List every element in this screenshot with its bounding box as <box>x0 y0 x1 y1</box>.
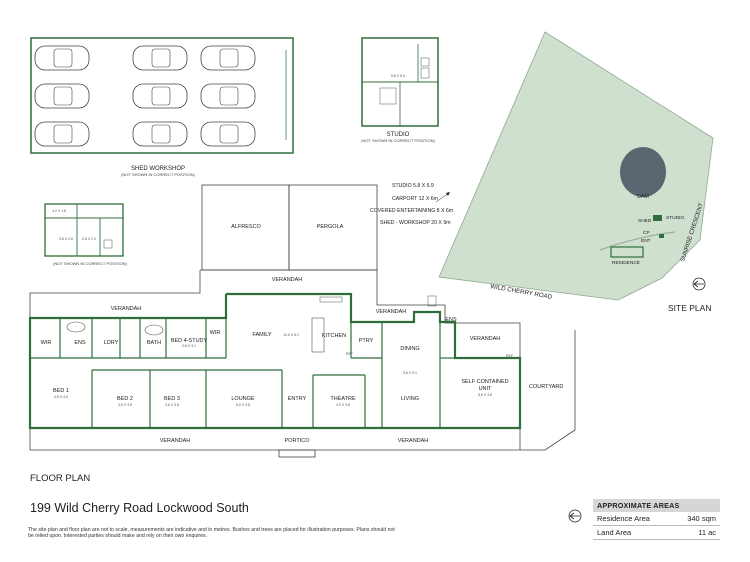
dam-label: DAM <box>637 194 649 200</box>
north-arrow-icon-2 <box>568 509 582 523</box>
car-icons <box>34 45 256 147</box>
room-kitchen: KITCHEN <box>322 333 346 339</box>
verandah-east: VERANDAH <box>376 309 407 315</box>
dam-shape <box>620 147 666 197</box>
areas-value: 11 ac <box>698 528 716 537</box>
main-floor-plan: ALFRESCO PERGOLA VERANDAH VERANDAH VERAN… <box>28 184 576 458</box>
car-icon <box>34 45 90 71</box>
car-icon <box>200 83 256 109</box>
studio-dim: 5.8 X 6.9 <box>391 74 405 78</box>
room-bed2-dim: 3.6 X 3.8 <box>118 403 132 407</box>
room-self-contained: SELF CONTAINED <box>461 379 508 385</box>
studio-label: STUDIO <box>387 132 410 138</box>
site-cp-label: CP <box>643 230 650 236</box>
site-plan-label: SITE PLAN <box>668 303 711 313</box>
verandah-south-east: VERANDAH <box>398 438 429 444</box>
site-shed-label: SHED <box>638 218 652 224</box>
room-pergola: PERGOLA <box>317 224 344 230</box>
room-bed3-dim: 3.6 X 3.8 <box>165 403 179 407</box>
studio-plan: 5.8 X 6.9 STUDIO (NOT SHOWN IN CORRECT P… <box>361 37 439 143</box>
room-ldry: LDRY <box>104 340 119 346</box>
verandah-south-west: VERANDAH <box>160 438 191 444</box>
room-bed4-dim: 2.8 X 3.1 <box>182 344 196 348</box>
room-alfresco: ALFRESCO <box>231 224 261 230</box>
room-living: LIVING <box>401 396 419 402</box>
car-icon <box>132 83 188 109</box>
areas-row-residence: Residence Area 340 sqm <box>593 512 720 526</box>
north-arrow-icon <box>692 277 706 291</box>
car-icon <box>200 121 256 147</box>
areas-label: Land Area <box>597 528 632 537</box>
room-bath: BATH <box>147 340 161 346</box>
site-shed-building <box>653 215 662 221</box>
unit-dim-2: 3.8 X 2.6 <box>59 237 73 241</box>
room-lounge: LOUNGE <box>231 396 255 402</box>
room-bed1-dim: 4.8 X 4.6 <box>54 395 68 399</box>
shed-label: SHED WORKSHOP <box>131 166 185 172</box>
room-bed2: BED 2 <box>117 396 133 402</box>
room-unit: UNIT <box>479 386 492 392</box>
site-ent-label: ENT <box>641 238 651 244</box>
studio-note: (NOT SHOWN IN CORRECT POSITION) <box>361 138 435 143</box>
room-bed4: BED 4-STUDY <box>171 338 208 344</box>
outbuilding-4: SHED - WORKSHOP 20 X 9m <box>380 220 451 226</box>
unit-dim-1: 4.2 X 1.8 <box>52 209 66 213</box>
room-family-dim: 10.0 X 6.2 <box>283 333 299 337</box>
room-living-dim: 4.6 X 9.1 <box>403 371 417 375</box>
unit-dim-3: 2.8 X 2.0 <box>82 237 96 241</box>
toilet-icon-2 <box>427 295 437 307</box>
car-icon <box>132 121 188 147</box>
car-icon <box>200 45 256 71</box>
outbuilding-list: STUDIO 5.8 X 6.9 CARPORT 12 X 6m COVERED… <box>370 183 453 226</box>
room-ref: REF <box>346 352 353 356</box>
room-unit-dim: 5.8 X 3.8 <box>478 393 492 397</box>
room-bed1: BED 1 <box>53 388 69 394</box>
outbuilding-2: CARPORT 12 X 6m <box>392 196 438 202</box>
car-icon <box>132 45 188 71</box>
property-address: 199 Wild Cherry Road Lockwood South <box>30 501 249 515</box>
room-bed3: BED 3 <box>164 396 180 402</box>
room-unit-ref: REF <box>506 354 513 358</box>
car-icon <box>34 83 90 109</box>
site-residence-label: RESIDENCE <box>612 260 640 266</box>
room-ens: ENS <box>74 340 86 346</box>
areas-value: 340 sqm <box>687 514 716 523</box>
portico-label: PORTICO <box>285 438 311 444</box>
floor-plan-label: FLOOR PLAN <box>30 473 91 484</box>
outbuilding-1: STUDIO 5.8 X 6.9 <box>392 183 434 189</box>
room-dining: DINING <box>400 346 419 352</box>
shed-note: (NOT SHOWN IN CORRECT POSITION) <box>121 172 195 177</box>
room-courtyard: COURTYARD <box>529 384 563 390</box>
portico-step <box>278 449 316 458</box>
approximate-areas-table: APPROXIMATE AREAS Residence Area 340 sqm… <box>593 499 720 540</box>
areas-header: APPROXIMATE AREAS <box>593 499 720 512</box>
outbuilding-3: COVERED ENTERTAINING 8 X 6m <box>370 208 453 214</box>
site-plan: DAM SHED STUDIO CP ENT RESIDENCE WILD CH… <box>438 31 714 313</box>
bathtub-icon <box>66 321 86 333</box>
room-theatre: THEATRE <box>330 396 356 402</box>
room-ens-2: ENS <box>445 317 457 323</box>
room-entry: ENTRY <box>288 396 307 402</box>
room-wir-2: WIR <box>210 330 221 336</box>
room-family: FAMILY <box>252 332 271 338</box>
small-unit-plan: 4.2 X 1.8 3.8 X 2.6 2.8 X 2.0 (NOT SHOWN… <box>44 203 127 266</box>
disclaimer-text: The site plan and floor plan are not to … <box>28 527 395 540</box>
toilet-icon <box>420 57 430 67</box>
areas-label: Residence Area <box>597 514 650 523</box>
verandah-west: VERANDAH <box>111 306 142 312</box>
room-theatre-dim: 4.0 X 3.8 <box>336 403 350 407</box>
unit-note: (NOT SHOWN IN CORRECT POSITION) <box>53 261 127 266</box>
verandah-north: VERANDAH <box>272 277 303 283</box>
shed-workshop: SHED WORKSHOP (NOT SHOWN IN CORRECT POSI… <box>30 37 294 177</box>
areas-row-land: Land Area 11 ac <box>593 526 720 540</box>
bathtub-icon-2 <box>144 324 164 336</box>
room-wir: WIR <box>41 340 52 346</box>
verandah-unit: VERANDAH <box>470 336 501 342</box>
room-lounge-dim: 5.0 X 3.8 <box>236 403 250 407</box>
room-ptry: PTRY <box>359 338 374 344</box>
site-studio-label: STUDIO <box>666 215 684 221</box>
car-icon <box>34 121 90 147</box>
site-residence-building <box>610 246 644 258</box>
